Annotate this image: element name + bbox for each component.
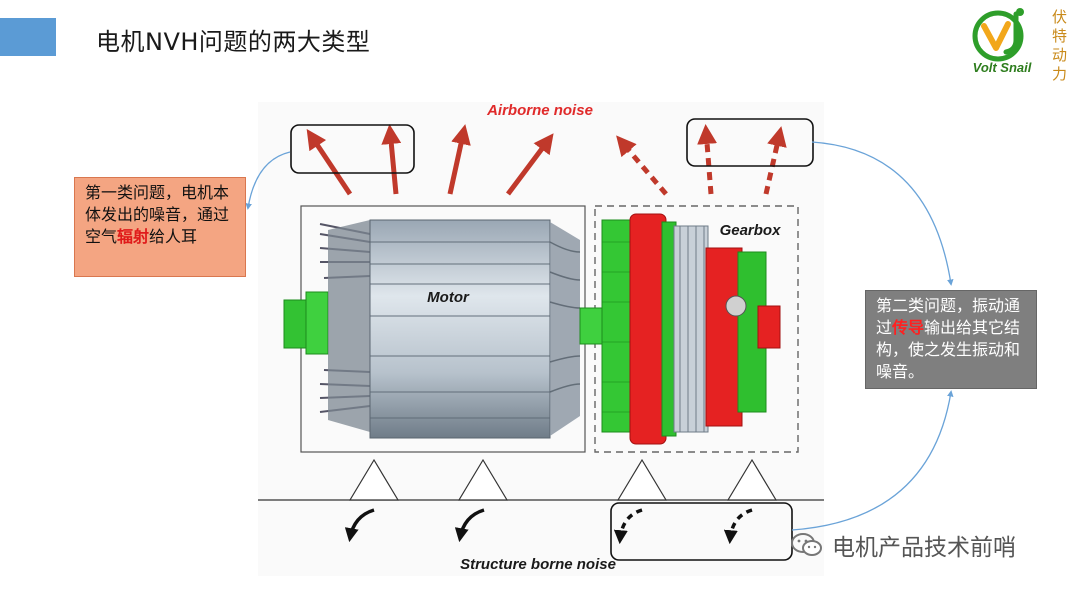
logo-brand-text: Volt Snail bbox=[972, 60, 1032, 75]
callout-1-highlight: 辐射 bbox=[117, 227, 150, 246]
airborne-arrow-dashed bbox=[697, 124, 718, 195]
watermark-text: 电机产品技术前哨 bbox=[832, 535, 1016, 561]
connector-callout-2-top bbox=[811, 141, 954, 286]
logo-chinese-text: 伏特动力 bbox=[1052, 8, 1068, 83]
watermark: 电机产品技术前哨 bbox=[790, 530, 1016, 561]
callout-1-text-end: 给人耳 bbox=[149, 227, 198, 246]
motor-gearbox-figure: Airborne noise bbox=[258, 102, 824, 576]
mount-triangle bbox=[348, 458, 400, 501]
nvh-diagram: Airborne noise bbox=[258, 102, 824, 573]
airborne-arrow bbox=[306, 129, 353, 196]
callout-airborne: 第一类问题，电机本体发出的噪音，通过空气辐射给人耳 bbox=[74, 177, 246, 277]
structure-arrows bbox=[344, 508, 753, 545]
slide-title: 电机NVH问题的两大类型 bbox=[96, 28, 371, 56]
airborne-arrows bbox=[306, 124, 787, 196]
airborne-arrow bbox=[447, 124, 471, 195]
callout-structure: 第二类问题，振动通过传导输出给其它结构，使之发生振动和噪音。 bbox=[865, 290, 1037, 389]
callout-2-highlight: 传导 bbox=[892, 318, 925, 337]
callout-2-text-end: 输出给其它结构，使之发生振动和噪音。 bbox=[876, 318, 1021, 381]
airborne-noise-label: Airborne noise bbox=[486, 102, 593, 119]
mount-triangle bbox=[726, 458, 778, 501]
mount-triangle bbox=[457, 458, 509, 501]
volt-snail-logo-icon bbox=[972, 8, 1024, 62]
airborne-highlight-box bbox=[290, 124, 415, 174]
motor-label: Motor bbox=[427, 289, 470, 306]
structure-arrow-dashed bbox=[613, 508, 643, 545]
brand-logo: Volt Snail 伏特动力 bbox=[958, 6, 1074, 83]
motor-assembly: Motor bbox=[283, 219, 605, 439]
mount-triangle bbox=[616, 458, 668, 501]
structure-arrow bbox=[454, 508, 485, 543]
airborne-arrow bbox=[506, 133, 554, 196]
wechat-icon bbox=[791, 533, 822, 556]
structure-arrow-dashed bbox=[723, 508, 753, 545]
airborne-arrow-dashed bbox=[616, 135, 668, 196]
airborne-arrow bbox=[381, 124, 402, 195]
callout-1-text: 第一类问题，电机本体发出的噪音，通过空气 bbox=[85, 183, 230, 246]
callout-2-text: 第二类问题，振动通过 bbox=[876, 296, 1021, 337]
structure-arrow bbox=[344, 508, 375, 543]
gearbox-assembly: Gearbox bbox=[601, 213, 782, 445]
mount-supports bbox=[348, 458, 778, 501]
airborne-arrow-dashed bbox=[763, 126, 787, 195]
structure-highlight-box bbox=[610, 502, 793, 561]
structure-noise-label: Structure borne noise bbox=[460, 556, 616, 573]
gearbox-label: Gearbox bbox=[720, 222, 782, 239]
title-accent-bar bbox=[0, 18, 56, 56]
